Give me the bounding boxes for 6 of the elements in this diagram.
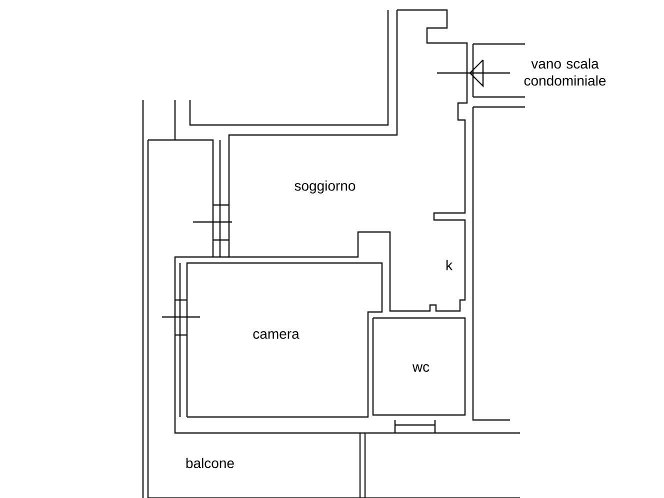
room-label: camera: [253, 331, 300, 339]
room-label: k: [446, 260, 453, 270]
room-label: balcone: [186, 458, 234, 468]
room-label: vano scala condominiale: [524, 58, 606, 86]
room-label: soggiorno: [294, 180, 356, 194]
room-label: wc: [412, 364, 430, 372]
